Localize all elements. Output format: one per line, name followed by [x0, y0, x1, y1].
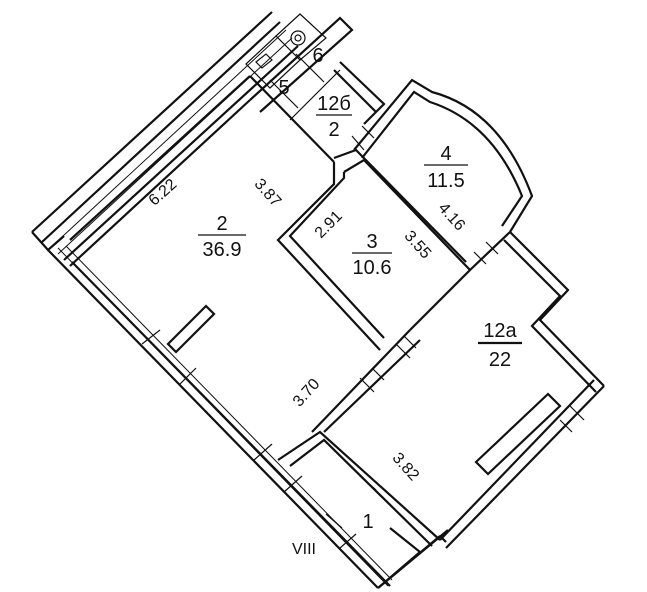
room-4-number: 4 — [440, 143, 451, 165]
room-3-number: 3 — [366, 231, 377, 253]
outer-walls — [31, 11, 605, 589]
dim-room2-bottom: 3.70 — [290, 376, 324, 411]
dimension-labels: 6.22 3.87 3.70 2.91 3.55 4.16 3.82 — [146, 176, 468, 485]
room-3-area: 10.6 — [353, 257, 392, 279]
room-1-number: 1 — [362, 511, 373, 533]
dim-room2-right: 3.87 — [251, 176, 285, 211]
axis-label: VIII — [292, 541, 316, 558]
room-5-number: 5 — [278, 77, 289, 99]
room-4-area: 11.5 — [427, 170, 464, 192]
room-6-number: 6 — [312, 45, 323, 67]
dim-room12a: 3.82 — [389, 450, 423, 485]
room-2-number: 2 — [216, 213, 227, 235]
inner-walls — [69, 53, 562, 589]
room-labels: 2 36.9 3 10.6 4 11.5 12а 22 12б 2 5 6 1 — [198, 45, 522, 533]
room-2-area: 36.9 — [203, 239, 242, 261]
room-12b-number: 12б — [317, 93, 351, 115]
room-12a-area: 22 — [489, 349, 511, 371]
dim-room3-left: 2.91 — [312, 208, 346, 242]
dim-room3-right: 3.55 — [401, 228, 435, 263]
room-12a-number: 12а — [483, 320, 517, 342]
room-12b-area: 2 — [328, 119, 339, 141]
dim-room4: 4.16 — [435, 200, 469, 235]
